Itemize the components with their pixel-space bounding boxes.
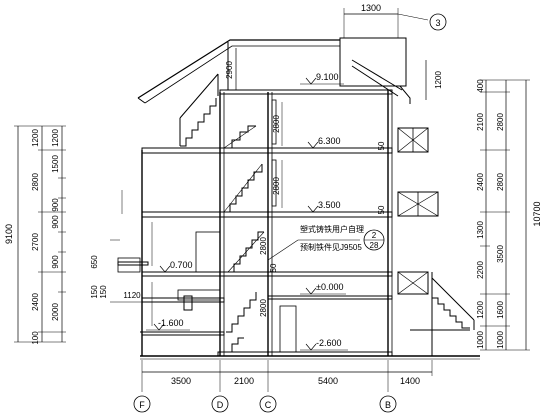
level-markers bbox=[146, 77, 348, 351]
dim-bottom-2: 2100 bbox=[234, 376, 254, 386]
floor-slabs bbox=[117, 89, 393, 357]
exterior-stair-upper bbox=[179, 73, 219, 147]
dim-left-mid-5: 100 bbox=[31, 331, 40, 345]
balcony-boxes bbox=[397, 127, 439, 295]
dim-left-inner-7: 150 bbox=[99, 285, 108, 299]
dim-left-inner-6: 2000 bbox=[51, 303, 60, 321]
section-ref-callout: 2 28 bbox=[363, 229, 385, 251]
annotation-leader bbox=[267, 239, 360, 261]
dim-left-inner-10: 150 bbox=[90, 285, 99, 299]
level-0000: ±0.000 bbox=[316, 282, 343, 292]
axis-bubbles bbox=[133, 395, 397, 413]
dim-left-inner-9: 1120 bbox=[123, 291, 141, 300]
level-minus-1600: -1.600 bbox=[158, 318, 184, 328]
axis-label-c: C bbox=[265, 400, 272, 410]
level-minus-2600: -2.600 bbox=[316, 338, 342, 348]
dim-bottom-4: 1400 bbox=[400, 376, 420, 386]
dim-left-inner-3: 900 bbox=[51, 198, 60, 212]
dim-left-inner-4: 900 bbox=[51, 215, 60, 229]
dim-left-total: 9100 bbox=[4, 224, 14, 244]
exterior-stair-lower bbox=[431, 277, 475, 330]
dim-right-mid-5: 1000 bbox=[496, 331, 505, 349]
axis-label-b: B bbox=[385, 400, 391, 410]
dim-right-mid-3: 3500 bbox=[496, 245, 505, 263]
dim-right-inner-3: 2400 bbox=[476, 173, 485, 191]
section-ref-top: 2 bbox=[372, 231, 377, 240]
dim-left-mid-1: 1200 bbox=[31, 129, 40, 147]
dim-right-inner-1: 400 bbox=[476, 79, 485, 93]
level-3500: 3.500 bbox=[318, 200, 341, 210]
dim-bottom-3: 5400 bbox=[318, 376, 338, 386]
dim-right-inner-6: 1200 bbox=[476, 301, 485, 319]
dim-right-mid-1: 2800 bbox=[496, 113, 505, 131]
mark-50-c: 50 bbox=[269, 263, 278, 272]
level-6300: 6.300 bbox=[318, 136, 341, 146]
openings bbox=[177, 99, 297, 353]
dim-floor-height-2: 2800 bbox=[272, 177, 281, 195]
dim-floor-height-3: 2800 bbox=[259, 237, 268, 255]
roof bbox=[137, 39, 340, 104]
axis-label-d: D bbox=[217, 400, 224, 410]
dim-right-inner-4: 1300 bbox=[476, 221, 485, 239]
right-dimension-lines bbox=[480, 79, 530, 351]
section-ref-bottom: 28 bbox=[370, 241, 379, 250]
interior-stairs bbox=[223, 125, 265, 353]
dim-right-inner-5: 2200 bbox=[476, 261, 485, 279]
dim-right-total: 10700 bbox=[532, 201, 542, 226]
dim-roof-right: 1200 bbox=[434, 71, 443, 89]
bottom-dimension-lines bbox=[141, 360, 433, 392]
mark-50-a: 50 bbox=[377, 141, 386, 150]
detail-callout: 3 bbox=[429, 13, 447, 31]
annotation-line-1: 塑式铸铁用户自理 bbox=[300, 224, 364, 234]
dim-left-mid-2: 2800 bbox=[31, 173, 40, 191]
dim-right-mid-4: 1600 bbox=[496, 301, 505, 319]
detail-ref-number: 3 bbox=[435, 18, 440, 28]
ground-lines bbox=[140, 329, 480, 360]
mark-50-b: 50 bbox=[377, 205, 386, 214]
interior-dim-lines bbox=[151, 102, 283, 326]
dim-left-inner-1: 1200 bbox=[51, 129, 60, 147]
left-wall-marks bbox=[110, 190, 142, 303]
dim-bottom-1: 3500 bbox=[171, 376, 191, 386]
left-dimension-lines bbox=[14, 125, 66, 343]
dim-top-width: 1300 bbox=[361, 3, 381, 13]
structure-walls bbox=[141, 90, 433, 356]
roof-parapet-block bbox=[339, 37, 411, 104]
dim-left-inner-5: 900 bbox=[51, 255, 60, 269]
top-dimension-lines bbox=[235, 8, 429, 100]
dim-left-inner-8: 650 bbox=[90, 255, 99, 269]
dim-left-mid-4: 2400 bbox=[31, 293, 40, 311]
level-0700: 0.700 bbox=[170, 260, 193, 270]
dim-roof-left: 2900 bbox=[225, 61, 234, 79]
dim-left-mid-3: 2700 bbox=[31, 233, 40, 251]
level-9100: 9.100 bbox=[316, 72, 339, 82]
dim-left-inner-2: 1500 bbox=[51, 155, 60, 173]
dim-floor-height-4: 2800 bbox=[259, 299, 268, 317]
dim-floor-height-1: 2800 bbox=[272, 115, 281, 133]
axis-label-f: F bbox=[139, 400, 145, 410]
annotation-line-2: 预制铁件见J9505 bbox=[300, 242, 362, 252]
dim-right-mid-2: 2800 bbox=[496, 173, 505, 191]
dim-right-inner-2: 2100 bbox=[476, 113, 485, 131]
dim-right-inner-7: 1000 bbox=[476, 331, 485, 349]
